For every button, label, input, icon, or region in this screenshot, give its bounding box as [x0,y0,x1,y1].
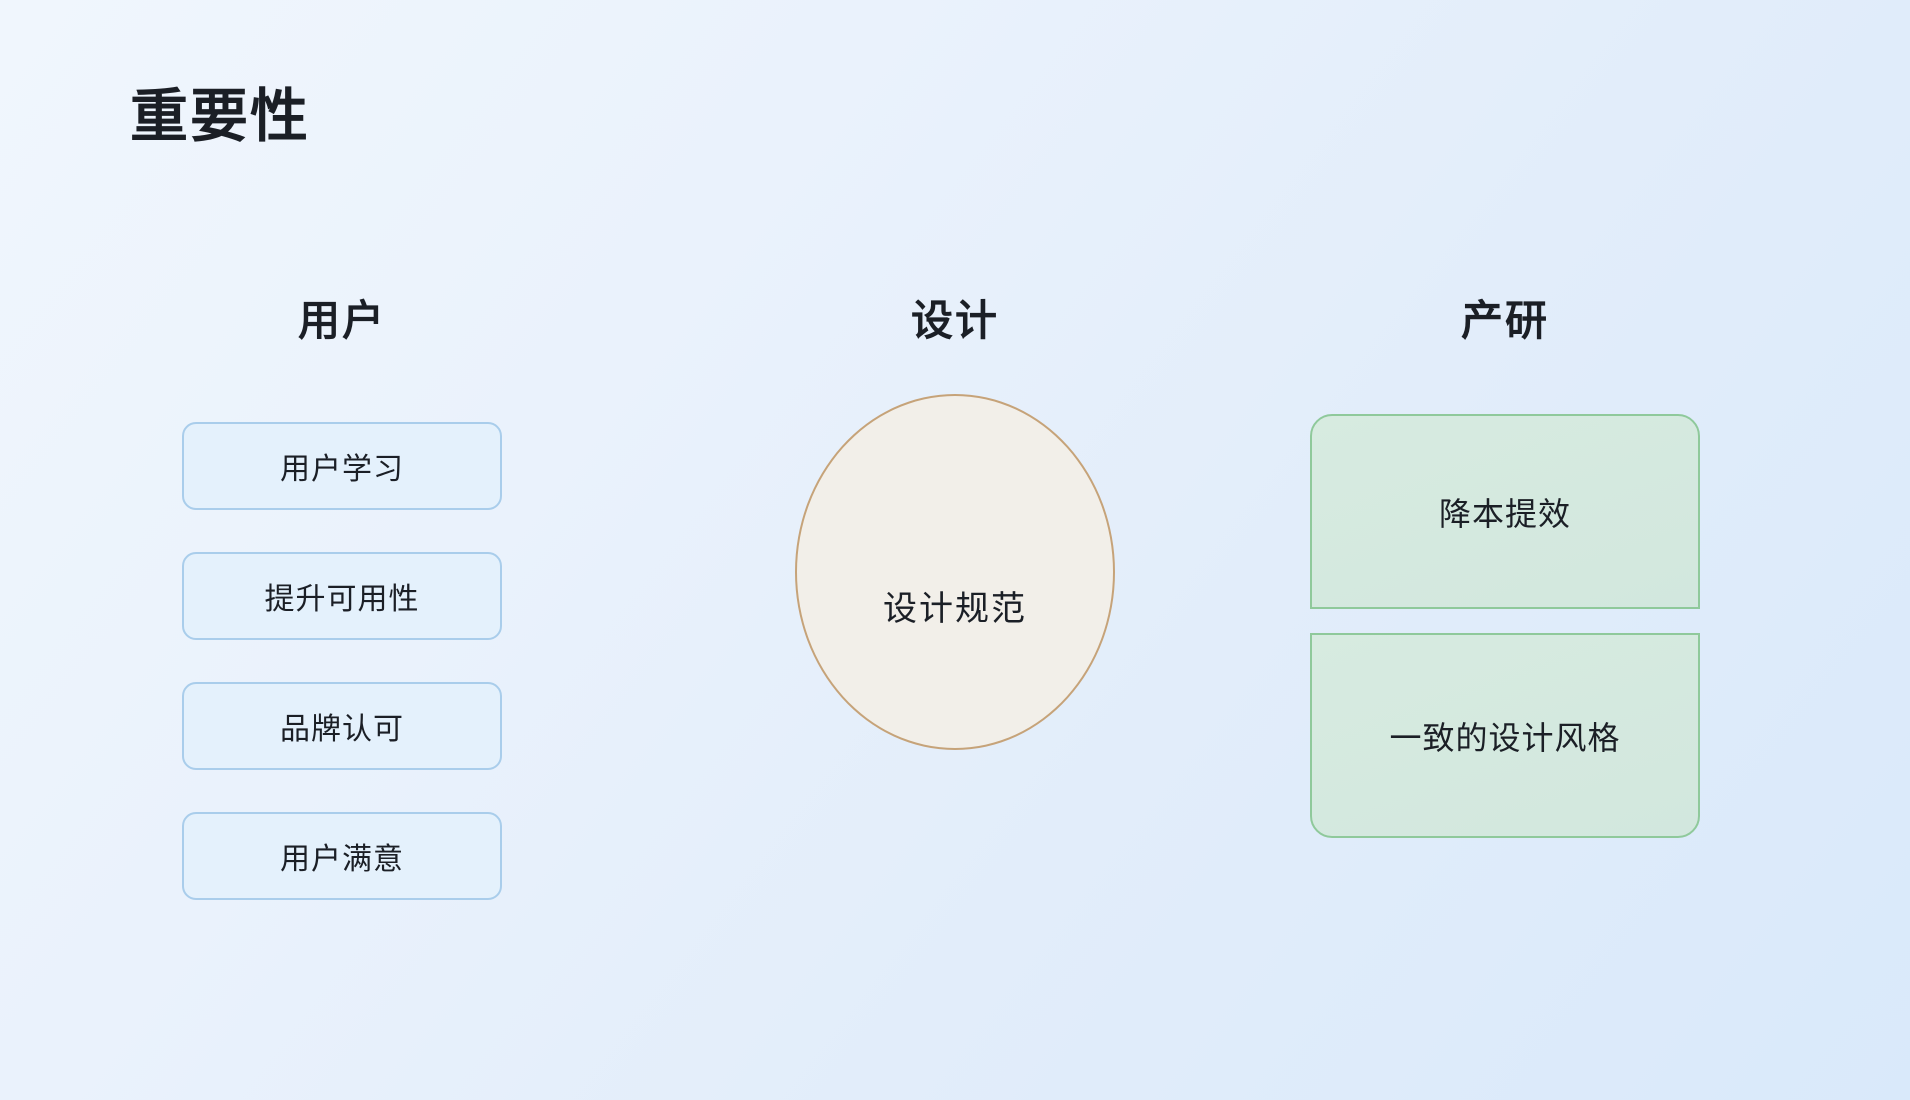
user-card[interactable]: 用户学习 [182,422,502,510]
user-card-label: 提升可用性 [264,583,420,616]
user-card[interactable]: 用户满意 [182,812,502,900]
rnd-card[interactable]: 降本提效 [1310,414,1700,609]
design-spec-circle[interactable]: 设计规范 [795,394,1115,750]
page-title: 重要性 [130,84,311,149]
rnd-card-label: 一致的设计风格 [1389,719,1621,756]
rnd-card-list: 降本提效 一致的设计风格 [1310,414,1700,838]
column-header-user: 用户 [297,297,386,344]
user-card-label: 用户满意 [280,843,404,876]
rnd-card[interactable]: 一致的设计风格 [1310,633,1700,838]
column-header-design: 设计 [910,297,999,344]
user-card-list: 用户学习 提升可用性 品牌认可 用户满意 [182,422,502,900]
column-header-rnd: 产研 [1460,297,1549,344]
design-circle-wrap: 设计规范 [795,394,1115,750]
user-card-label: 用户学习 [280,453,404,486]
column-design: 设计 设计规范 [795,300,1115,750]
column-user: 用户 用户学习 提升可用性 品牌认可 用户满意 [182,300,502,900]
user-card[interactable]: 提升可用性 [182,552,502,640]
user-card-label: 品牌认可 [280,713,404,746]
rnd-card-label: 降本提效 [1438,495,1571,532]
column-rnd: 产研 降本提效 一致的设计风格 [1310,300,1700,838]
user-card[interactable]: 品牌认可 [182,682,502,770]
design-spec-circle-label: 设计规范 [883,590,1027,628]
